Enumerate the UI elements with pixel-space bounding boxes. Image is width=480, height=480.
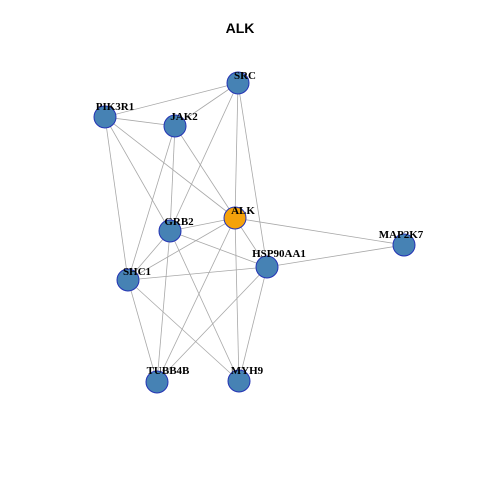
node-label-jak2: JAK2 [170, 111, 198, 123]
node-src[interactable] [226, 71, 250, 95]
node-jak2[interactable] [163, 114, 187, 138]
node-label-src: SRC [234, 70, 256, 82]
edge-alk-shc1 [127, 217, 236, 281]
edge-hsp90aa1-tubb4b [156, 266, 268, 383]
edge-jak2-grb2 [169, 125, 176, 232]
node-label-shc1: SHC1 [123, 266, 151, 278]
node-pik3r1[interactable] [93, 105, 117, 129]
edge-pik3r1-grb2 [104, 116, 171, 232]
node-label-alk: ALK [231, 205, 255, 217]
node-label-hsp90aa1: HSP90AA1 [252, 248, 306, 260]
node-label-tubb4b: TUBB4B [147, 365, 190, 377]
edge-src-grb2 [169, 82, 239, 232]
edge-src-hsp90aa1 [237, 82, 268, 268]
edge-hsp90aa1-shc1 [127, 266, 268, 281]
edges-layer [104, 82, 405, 383]
edge-pik3r1-jak2 [104, 116, 176, 127]
edge-shc1-tubb4b [127, 279, 158, 383]
node-tubb4b[interactable] [145, 370, 169, 394]
node-map2k7[interactable] [392, 233, 416, 257]
edge-src-pik3r1 [104, 82, 239, 118]
node-myh9[interactable] [227, 369, 251, 393]
edge-src-jak2 [174, 82, 239, 127]
node-label-grb2: GRB2 [164, 216, 194, 228]
node-hsp90aa1[interactable] [255, 255, 279, 279]
edge-alk-myh9 [234, 217, 240, 382]
edge-pik3r1-shc1 [104, 116, 129, 281]
edge-grb2-myh9 [169, 230, 240, 382]
edge-hsp90aa1-map2k7 [266, 244, 405, 268]
edge-alk-map2k7 [234, 217, 405, 246]
edge-alk-tubb4b [156, 217, 236, 383]
edge-hsp90aa1-myh9 [238, 266, 268, 382]
edge-jak2-alk [174, 125, 236, 219]
edge-src-alk [234, 82, 239, 219]
edge-shc1-myh9 [127, 279, 240, 382]
edge-jak2-shc1 [127, 125, 176, 281]
edge-grb2-tubb4b [156, 230, 171, 383]
node-label-pik3r1: PIK3R1 [96, 101, 135, 113]
node-alk[interactable] [223, 206, 247, 230]
edge-pik3r1-alk [104, 116, 236, 219]
node-grb2[interactable] [158, 219, 182, 243]
node-label-map2k7: MAP2K7 [379, 229, 424, 241]
edge-grb2-hsp90aa1 [169, 230, 268, 268]
node-shc1[interactable] [116, 268, 140, 292]
graph-title: ALK [225, 20, 255, 36]
nodes-layer [93, 71, 416, 394]
node-label-myh9: MYH9 [231, 365, 264, 377]
